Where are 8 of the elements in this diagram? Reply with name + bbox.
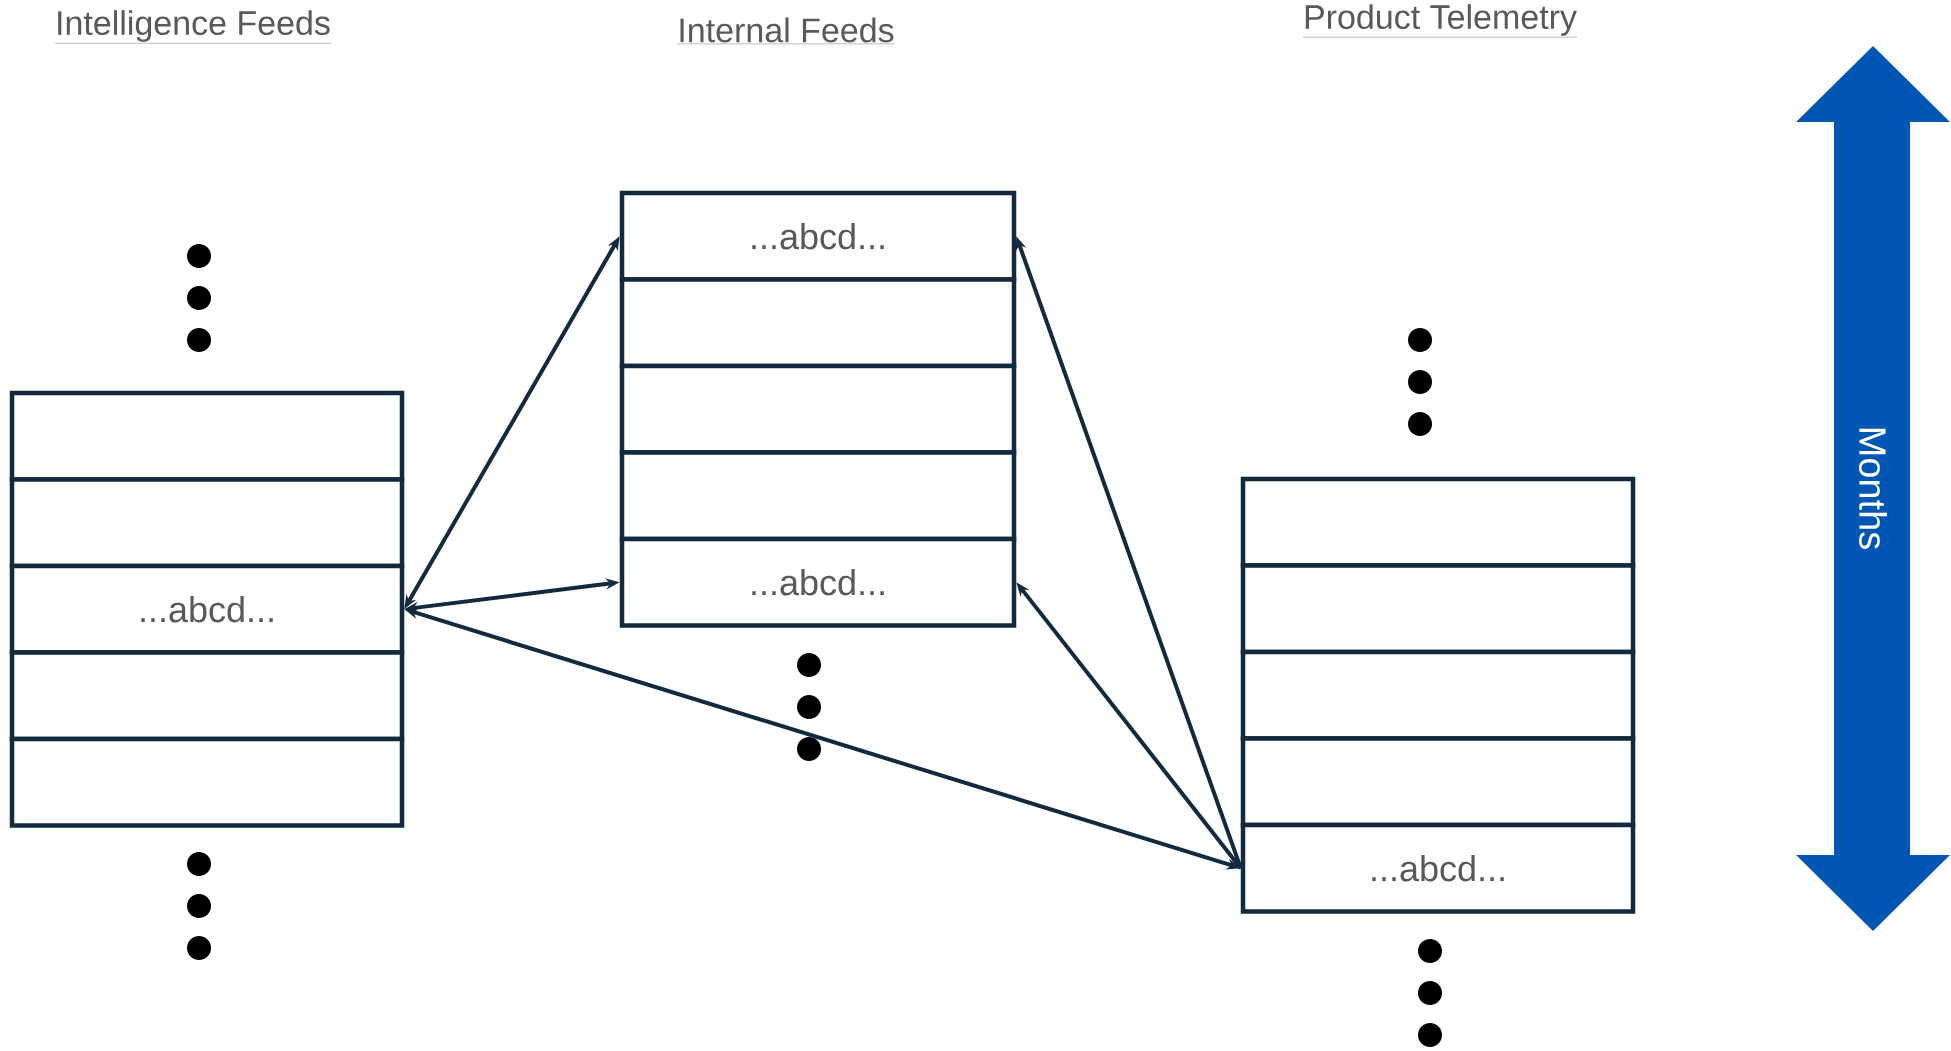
table-row: ...abcd...	[619, 190, 1017, 282]
table-row	[9, 736, 405, 828]
table-row: ...abcd...	[619, 536, 1017, 628]
table-row: ...abcd...	[9, 563, 405, 655]
column-heading: Intelligence Feeds	[54, 10, 332, 44]
table-row: ...abcd...	[1240, 822, 1636, 914]
column-heading: Internal Feeds	[677, 17, 895, 45]
column-heading: Product Telemetry	[1302, 4, 1578, 38]
